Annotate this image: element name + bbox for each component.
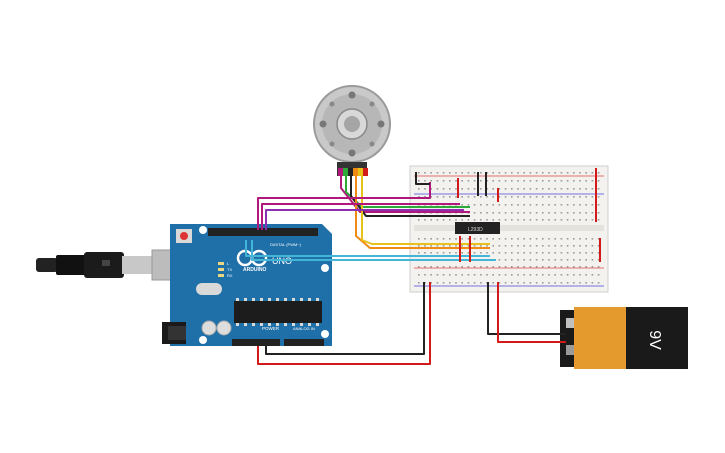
- wire-signal-cyan-1[interactable]: [245, 240, 490, 257]
- led-label-l: L: [227, 261, 230, 266]
- wire-signal-cyan-2[interactable]: [251, 240, 496, 261]
- wire-battery-black[interactable]: [487, 282, 566, 335]
- wires: [245, 168, 601, 365]
- wire-motor-5[interactable]: [361, 176, 490, 245]
- motor-connector: [338, 168, 368, 176]
- breadboard-holes: [418, 172, 600, 284]
- wire-power-red[interactable]: [257, 282, 431, 365]
- dc-jack-icon: [162, 322, 186, 344]
- wire-jumper-black-3[interactable]: [415, 172, 430, 185]
- breadboard[interactable]: [409, 165, 609, 293]
- led-label-tx: TX: [227, 267, 232, 272]
- battery-voltage-label: 9V: [646, 330, 663, 350]
- usb-cable-icon: [36, 249, 193, 281]
- power-header-label: POWER: [262, 326, 280, 331]
- stepper-motor-icon[interactable]: [313, 85, 391, 176]
- wire-signal-purple[interactable]: [265, 209, 464, 230]
- driver-chip[interactable]: [455, 222, 500, 234]
- wire-motor-3[interactable]: [350, 176, 470, 217]
- wire-power-black[interactable]: [265, 282, 425, 355]
- wire-motor-1[interactable]: [340, 176, 470, 213]
- battery-9v[interactable]: [560, 307, 688, 369]
- wire-battery-red[interactable]: [497, 282, 566, 343]
- driver-chip-label: L293D: [468, 227, 483, 233]
- wire-signal-magenta-2[interactable]: [261, 203, 460, 230]
- arduino-brand-label: ARDUINO: [243, 267, 266, 273]
- digital-header-label: DIGITAL (PWM~): [270, 242, 302, 247]
- wire-signal-magenta-1[interactable]: [257, 182, 431, 230]
- led-label-rx: RX: [227, 273, 233, 278]
- wire-motor-4[interactable]: [355, 176, 490, 249]
- analog-header-label: ANALOG IN: [293, 326, 315, 331]
- arduino-board[interactable]: [170, 224, 332, 346]
